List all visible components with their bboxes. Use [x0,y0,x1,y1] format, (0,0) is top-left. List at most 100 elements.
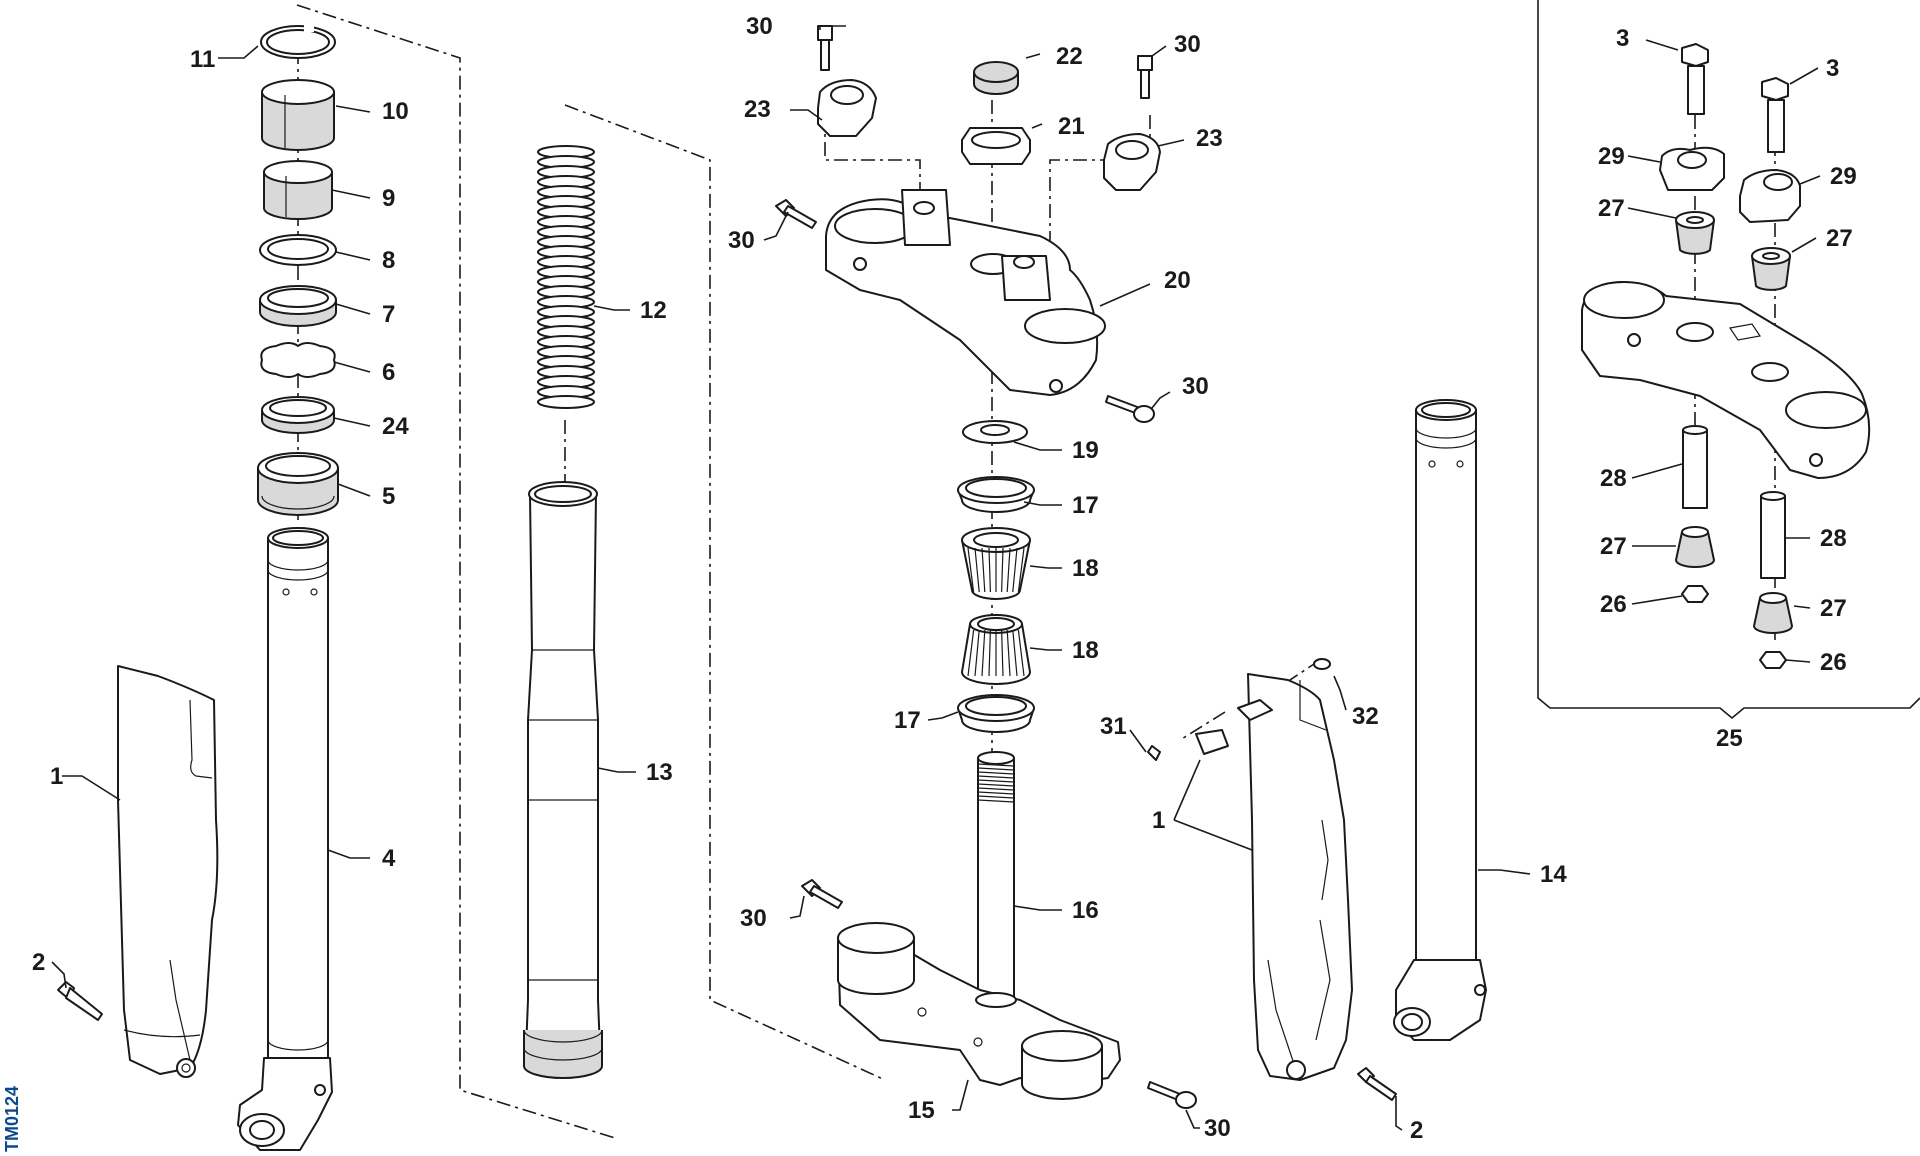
callout-4: 4 [382,845,396,872]
steering-stem-part [977,751,1015,1001]
upper-triple-clamp-part [825,189,1106,396]
washer-part [259,234,337,266]
bolt-part [1105,395,1155,423]
callout-17-top: 17 [1072,492,1099,519]
callout-12: 12 [640,297,667,324]
callout-3-left: 3 [1616,25,1629,52]
callout-30-mid-right: 30 [1182,373,1209,400]
inner-fork-tube-part [237,527,333,1151]
cap-part [973,61,1019,95]
callout-2-right: 2 [1410,1117,1423,1144]
handlebar-clamp-part [1103,133,1161,191]
callout-3-right: 3 [1826,55,1839,82]
callout-21: 21 [1058,113,1085,140]
callout-30-top-right: 30 [1174,31,1201,58]
screw-part [1147,745,1161,761]
document-id: TM0124 [2,1086,22,1152]
callout-29-left: 29 [1598,143,1625,170]
lower-bushing-part [263,160,333,220]
callout-labels: 11 10 9 8 7 6 24 5 4 1 2 12 13 30 23 30 … [32,13,1857,1144]
left-fork-internal-parts [237,24,339,1151]
bolt-part [1681,43,1709,115]
nut-part [1759,651,1787,669]
handlebar-clamp-part [1659,146,1725,191]
rubber-bushing-part [1675,526,1715,568]
callout-19: 19 [1072,437,1099,464]
bolt-part [1147,1081,1197,1109]
handlebar-clamp-part [817,79,877,137]
callout-6: 6 [382,359,395,386]
callout-2-left: 2 [32,949,45,976]
callout-27-bottom-right: 27 [1820,595,1847,622]
rubber-bushing-part [1753,592,1793,634]
spacer-sleeve-part [1682,425,1708,509]
kit-25-bracket [1537,0,1920,720]
callout-1-right: 1 [1152,807,1165,834]
callout-27-bottom-left: 27 [1600,533,1627,560]
callout-25: 25 [1716,725,1743,752]
bolt-part [1761,77,1789,153]
left-fork-guard-part [117,665,219,1078]
callout-18-top: 18 [1072,555,1099,582]
callout-32: 32 [1352,703,1379,730]
dust-seal-part [261,396,335,434]
bolt-part [801,879,843,909]
rubber-bushing-part [1675,211,1715,255]
callout-15: 15 [908,1097,935,1124]
callout-10: 10 [382,98,409,125]
callout-22: 22 [1056,43,1083,70]
callout-20: 20 [1164,267,1191,294]
tapered-bearing-part [961,527,1031,600]
washer-part [962,420,1028,444]
callout-23-left: 23 [744,96,771,123]
callout-14: 14 [1540,861,1567,888]
callout-17-bottom: 17 [894,707,921,734]
callout-29-right: 29 [1830,163,1857,190]
bolt-part [57,981,103,1021]
steering-nut-part [961,127,1031,165]
callout-30-lower-left: 30 [740,905,767,932]
nut-part [1313,658,1331,670]
callout-28-left: 28 [1600,465,1627,492]
nut-part [1681,585,1709,603]
callout-18-bottom: 18 [1072,637,1099,664]
callout-24: 24 [382,413,409,440]
callout-26-right: 26 [1820,649,1847,676]
bearing-race-part [957,476,1035,513]
outer-fork-tube-part [523,481,603,1079]
lower-triple-clamp-part [837,922,1121,1100]
right-fork-guard-part [1247,673,1353,1081]
bearing-race-part [957,694,1035,733]
callout-16: 16 [1072,897,1099,924]
circlip-part [260,24,336,59]
oil-seal-part [259,285,337,327]
callout-5: 5 [382,483,395,510]
callout-1-left: 1 [50,763,63,790]
callout-26-left: 26 [1600,591,1627,618]
bolt-part [775,199,817,229]
bolt-part [1137,55,1153,99]
bolt-part [817,25,833,71]
callout-13: 13 [646,759,673,786]
callout-7: 7 [382,301,395,328]
spring-clip-part [260,342,336,378]
bolt-part [1357,1067,1397,1101]
spacer-sleeve-part [1760,491,1786,579]
callout-27-top-left: 27 [1598,195,1625,222]
callout-23-right: 23 [1196,125,1223,152]
callout-30-lower-right: 30 [1204,1115,1231,1142]
handlebar-clamp-part [1739,169,1801,223]
callout-30-mid-left: 30 [728,227,755,254]
upper-bushing-part [261,79,335,151]
tapered-bearing-part [961,614,1031,685]
callout-leader-lines [51,25,1821,1131]
callout-27-top-right: 27 [1826,225,1853,252]
callout-31: 31 [1100,713,1127,740]
clip-part [1195,699,1273,755]
callout-9: 9 [382,185,395,212]
upper-triple-clamp-kit-part [1581,281,1871,479]
callout-30-top-left: 30 [746,13,773,40]
fork-spring-part [537,145,595,410]
callout-8: 8 [382,247,395,274]
outer-fork-tube-right-part [1393,399,1487,1041]
